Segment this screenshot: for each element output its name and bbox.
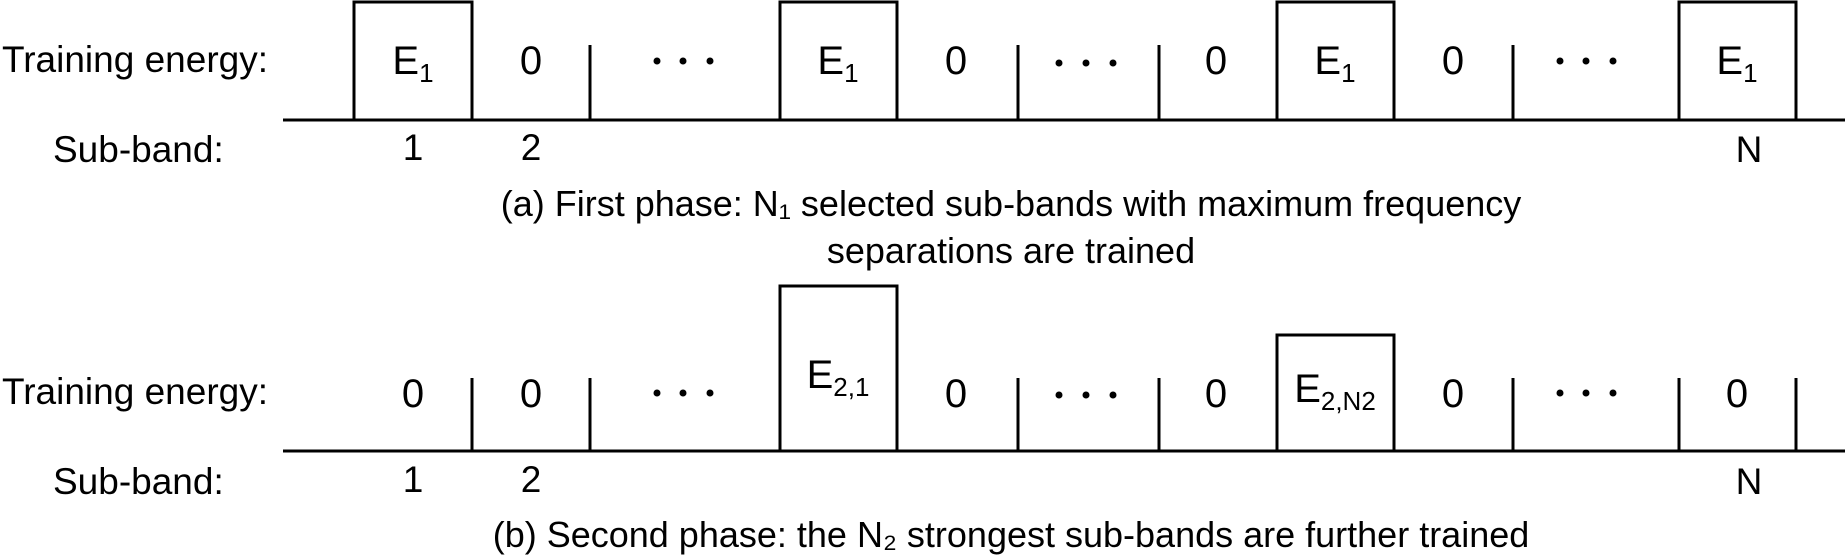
sub-band-tick-1-b: 1: [403, 459, 424, 500]
ellipsis-a-3: [1556, 57, 1617, 65]
cell-b-11: 0: [1726, 372, 1748, 416]
cell-b-8: E2,N2: [1294, 367, 1376, 416]
ellipsis-b-3: [1556, 389, 1617, 397]
energy-box-1-b: [778, 284, 899, 451]
cell-b-7: 0: [1205, 372, 1227, 416]
sub-band-label-a: Sub-band:: [53, 129, 224, 170]
cell-a-7: 0: [1205, 39, 1227, 83]
sub-band-tick-2-b: 2: [521, 459, 542, 500]
caption-b-line-1: (b) Second phase: the N₂ strongest sub-b…: [493, 514, 1530, 555]
ellipsis-b-1: [653, 389, 714, 397]
cell-b-2: 0: [520, 372, 542, 416]
sub-band-label-b: Sub-band:: [53, 461, 224, 502]
phase-a: Training energy: Sub-band: E1 0 E1 0 0 E…: [2, 0, 1845, 271]
cell-b-5: 0: [945, 372, 967, 416]
caption-a-line-1: (a) First phase: N₁ selected sub-bands w…: [501, 183, 1522, 224]
cell-a-11: E1: [1716, 39, 1757, 88]
sub-band-tick-n-b: N: [1736, 461, 1763, 502]
cell-b-4: E2,1: [807, 353, 870, 402]
cell-b-9: 0: [1442, 372, 1464, 416]
energy-box-3-a: [1275, 0, 1396, 120]
cell-a-5: 0: [945, 39, 967, 83]
sub-band-tick-1-a: 1: [403, 127, 424, 168]
cell-a-1: E1: [392, 39, 433, 88]
ellipsis-a-2: [1055, 59, 1117, 67]
energy-box-1-a: [352, 0, 474, 120]
cell-a-8: E1: [1314, 39, 1355, 88]
phase-b: Training energy: Sub-band: 0 0 E2,1 0 0 …: [2, 284, 1845, 555]
ellipsis-a-1: [653, 57, 714, 65]
energy-box-2-b: [1275, 333, 1396, 451]
sub-band-tick-2-a: 2: [521, 127, 542, 168]
sub-band-tick-n-a: N: [1736, 129, 1763, 170]
cell-a-2: 0: [520, 39, 542, 83]
energy-box-4-a: [1677, 0, 1798, 120]
cell-b-1: 0: [402, 372, 424, 416]
cell-a-4: E1: [817, 39, 858, 88]
cell-a-9: 0: [1442, 39, 1464, 83]
caption-a-line-2: separations are trained: [827, 230, 1195, 271]
energy-box-2-a: [778, 0, 899, 120]
ellipsis-b-2: [1055, 391, 1117, 399]
training-energy-label-b: Training energy:: [2, 371, 268, 412]
training-energy-label-a: Training energy:: [2, 39, 268, 80]
